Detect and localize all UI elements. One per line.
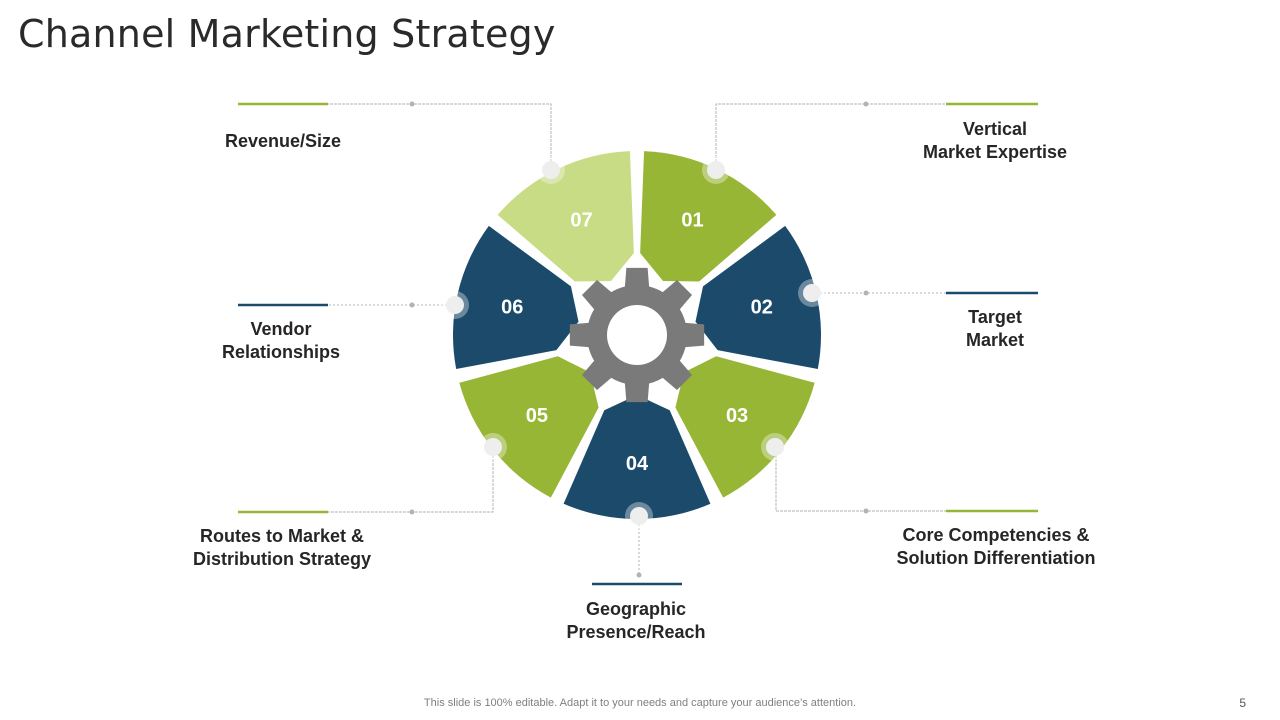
segment-number-05: 05 <box>526 405 548 427</box>
footer-note: This slide is 100% editable. Adapt it to… <box>423 697 857 709</box>
connector-node <box>636 572 642 578</box>
anchor-dot <box>707 161 725 179</box>
label-05: Routes to Market & Distribution Strategy <box>192 526 371 569</box>
label-04: Geographic Presence/Reach <box>566 599 706 642</box>
slide-title: Channel Marketing Strategy <box>18 12 556 56</box>
label-07: Revenue/Size <box>224 131 342 151</box>
segment-01 <box>640 151 777 282</box>
segment-03 <box>675 356 815 498</box>
label-01: Vertical Market Expertise <box>922 119 1068 162</box>
label-03: Core Competencies & Solution Differentia… <box>896 525 1096 568</box>
anchor-dot <box>446 296 464 314</box>
label-02: Target Market <box>965 307 1025 350</box>
label-06: Vendor Relationships <box>221 319 341 362</box>
page-number: 5 <box>1239 696 1246 710</box>
segment-number-04: 04 <box>626 453 649 475</box>
anchor-dot <box>484 438 502 456</box>
connector-node <box>863 101 869 107</box>
segment-number-02: 02 <box>751 297 773 319</box>
connector-node <box>409 509 415 515</box>
segment-05 <box>459 356 599 498</box>
connector-dots <box>409 101 869 578</box>
anchor-dot <box>803 284 821 302</box>
segment-ring: 01 02 03 04 05 06 07 <box>453 151 821 520</box>
segment-07 <box>497 151 634 282</box>
segment-02 <box>695 225 821 370</box>
connector-line-5 <box>328 447 494 513</box>
gear-icon <box>569 267 705 403</box>
segment-number-07: 07 <box>570 210 592 232</box>
connector-node <box>409 101 415 107</box>
segment-number-03: 03 <box>726 405 748 427</box>
connector-line-1 <box>715 103 946 170</box>
connector-node <box>409 302 415 308</box>
segment-06 <box>453 225 579 370</box>
connector-node <box>863 508 869 514</box>
anchor-dot <box>542 161 560 179</box>
segment-04 <box>563 395 711 520</box>
connector-line-7 <box>328 103 552 170</box>
connector-line-3 <box>775 447 946 512</box>
segment-number-01: 01 <box>681 210 703 232</box>
segment-number-06: 06 <box>501 297 523 319</box>
connector-node <box>863 290 869 296</box>
anchor-dot <box>766 438 784 456</box>
anchor-dot <box>630 507 648 525</box>
